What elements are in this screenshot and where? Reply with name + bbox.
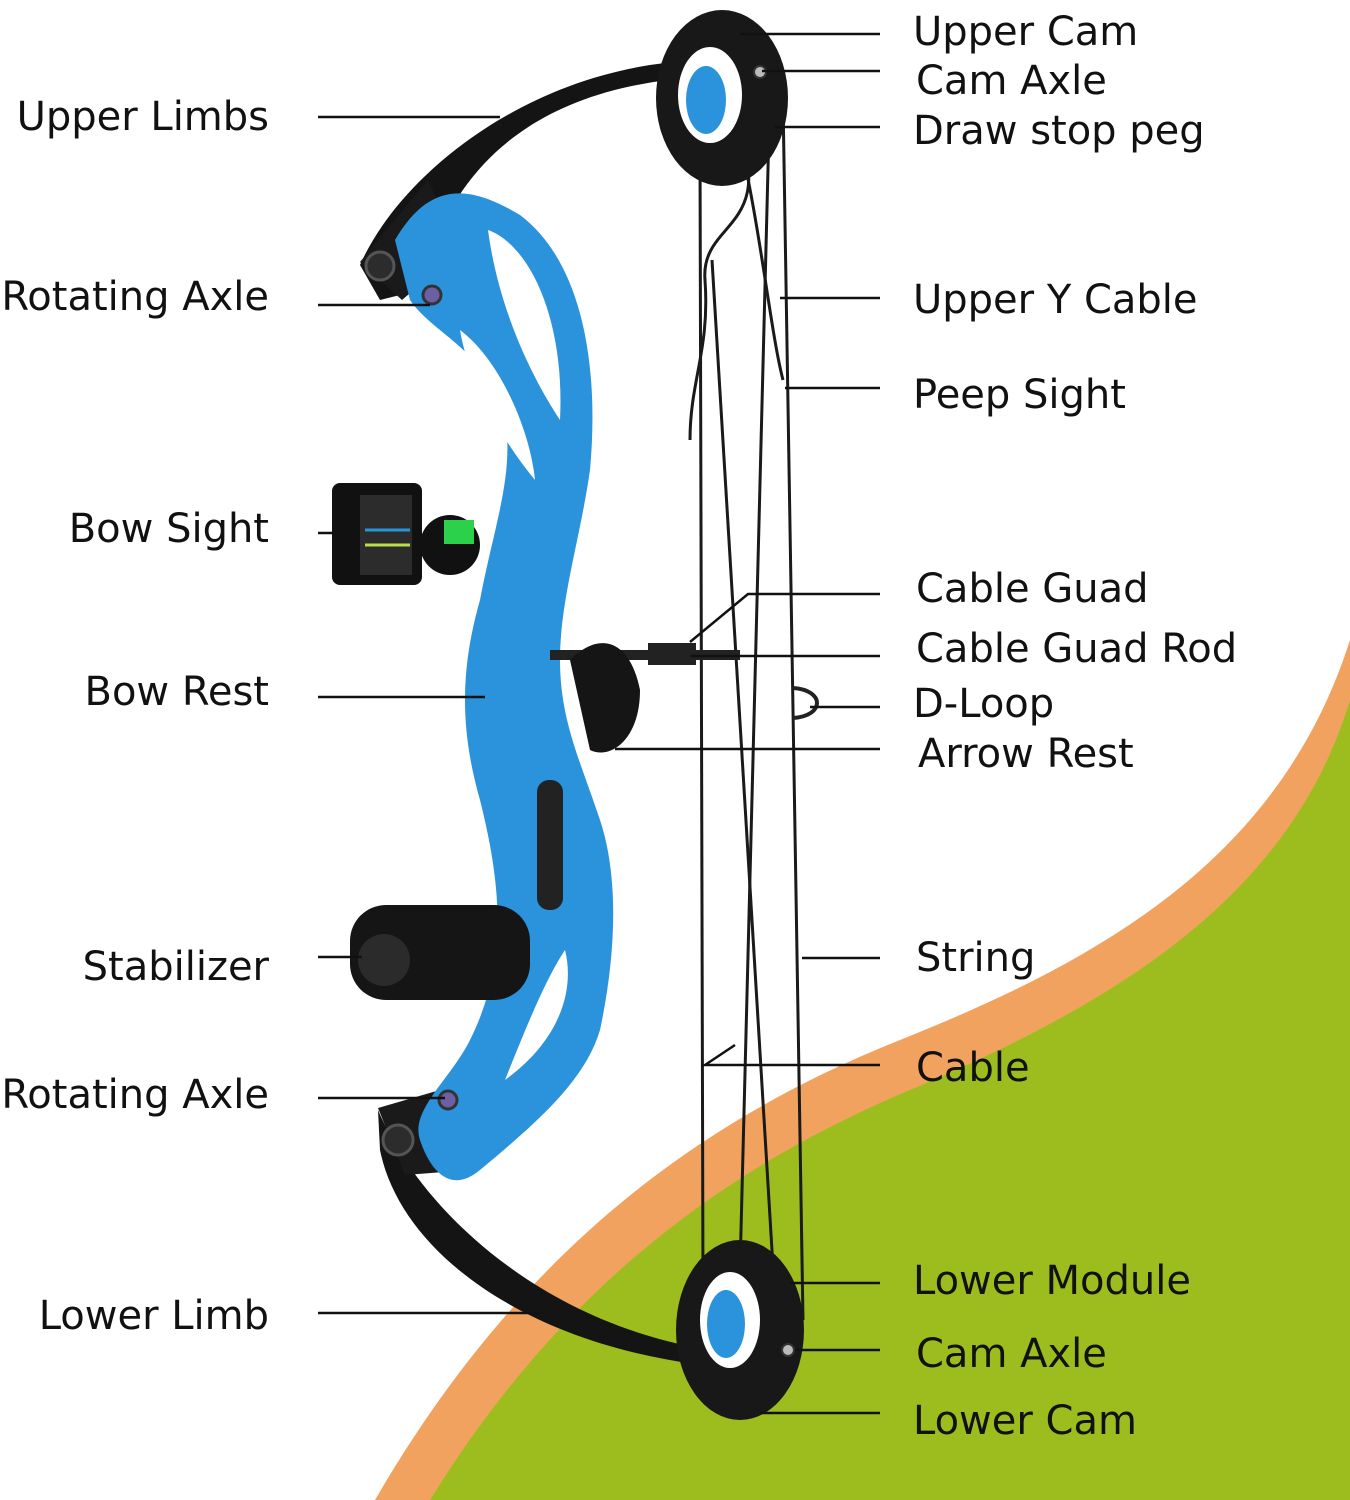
leader-lines xyxy=(318,32,880,1415)
label-cam-axle-lower: Cam Axle xyxy=(916,1331,1107,1377)
label-cam-axle-upper: Cam Axle xyxy=(916,58,1107,104)
lower-cam xyxy=(676,1240,804,1420)
label-string: String xyxy=(916,935,1036,981)
label-rotating-axle-lower: Rotating Axle xyxy=(1,1072,269,1118)
cable-cross-upper xyxy=(738,89,772,1271)
label-cable: Cable xyxy=(916,1045,1030,1091)
label-upper-limbs: Upper Limbs xyxy=(16,94,269,140)
cable-cross-lower xyxy=(710,259,777,1301)
stabilizer-device xyxy=(350,905,530,1000)
label-lower-limb: Lower Limb xyxy=(38,1293,269,1339)
label-lower-module: Lower Module xyxy=(913,1258,1191,1304)
label-d-loop: D-Loop xyxy=(913,681,1055,727)
label-bow-sight: Bow Sight xyxy=(68,506,269,552)
lower-limb xyxy=(378,1110,790,1366)
upper-rotating-axle-icon xyxy=(421,284,443,306)
d-loop-device xyxy=(792,686,819,720)
cable-line xyxy=(698,149,705,1291)
label-upper-cam: Upper Cam xyxy=(913,9,1139,55)
upper-limb-bolt-icon xyxy=(364,250,396,282)
label-upper-y-cable: Upper Y Cable xyxy=(913,277,1198,323)
bow-sight-device xyxy=(332,483,480,585)
label-lower-cam: Lower Cam xyxy=(913,1398,1137,1444)
strings-and-cables xyxy=(688,89,805,1321)
lower-cam-axle-icon xyxy=(781,1343,795,1357)
label-arrow-rest: Arrow Rest xyxy=(918,731,1134,777)
label-rotating-axle-upper: Rotating Axle xyxy=(1,274,269,320)
upper-cam xyxy=(656,10,788,186)
label-peep-sight: Peep Sight xyxy=(913,372,1126,418)
label-stabilizer: Stabilizer xyxy=(82,944,269,990)
riser-cutout-lower xyxy=(505,950,568,1080)
label-cable-guad-rod: Cable Guad Rod xyxy=(916,626,1238,672)
upper-y-cable-loop xyxy=(688,119,751,441)
label-cable-guad: Cable Guad xyxy=(916,566,1149,612)
riser xyxy=(395,193,614,1181)
lower-rotating-axle-icon xyxy=(437,1089,459,1111)
grip xyxy=(537,780,563,910)
arrow-rest-device xyxy=(550,643,740,753)
riser-cutout-upper xyxy=(488,230,561,420)
lower-limb-bolt-icon xyxy=(381,1123,415,1157)
label-draw-stop-peg: Draw stop peg xyxy=(913,108,1205,154)
green-swoosh xyxy=(430,700,1350,1500)
label-bow-rest: Bow Rest xyxy=(84,669,269,715)
bow-string xyxy=(781,99,805,1321)
riser-cutout-upper-2 xyxy=(460,330,535,480)
